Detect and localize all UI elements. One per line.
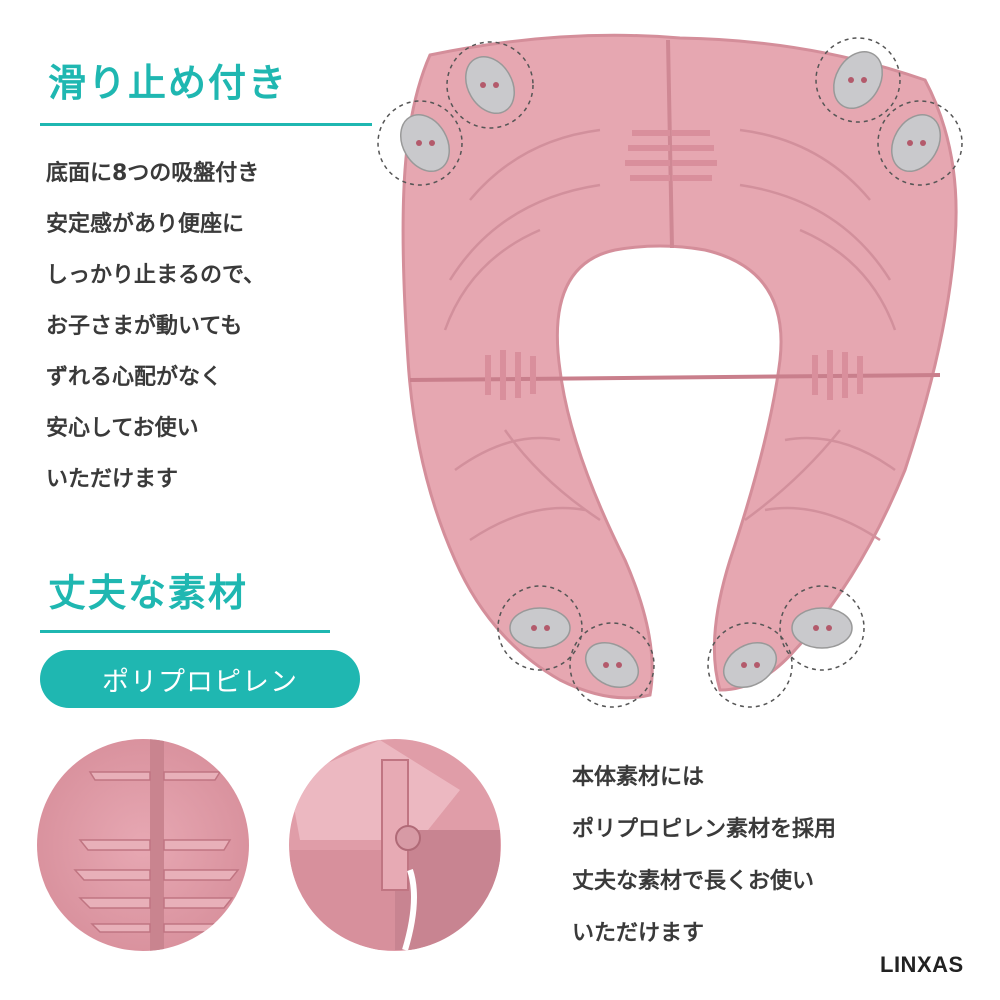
hinge-comb-left xyxy=(485,350,536,400)
brand-logo-text: LINXAS xyxy=(880,952,964,977)
suction-cup-icon xyxy=(707,622,793,708)
description-line: しっかり止まるので、 xyxy=(46,263,266,288)
hinge-comb-right xyxy=(812,350,863,400)
description-line: いただけます xyxy=(46,467,179,492)
seat-ribs xyxy=(443,128,897,542)
suction-cup-icon xyxy=(446,41,534,129)
description-line: ポリプロピレン素材を採用 xyxy=(572,817,837,842)
fold-seam xyxy=(409,373,941,382)
feature-1-title: 滑り止め付き xyxy=(48,61,289,105)
suction-cup-icon xyxy=(377,100,463,186)
suction-cup-icon xyxy=(779,585,865,671)
suction-cups xyxy=(377,37,963,708)
description-line: 安心してお使い xyxy=(46,416,199,441)
feature-2-description: 本体素材には ポリプロピレン素材を採用 丈夫な素材で長くお使い いただけます xyxy=(572,752,836,960)
suction-cup-icon xyxy=(569,622,655,708)
description-line: いただけます xyxy=(572,921,705,946)
suction-cup-icon xyxy=(877,100,963,186)
suction-cup-icon xyxy=(815,37,901,123)
suction-cup-icon xyxy=(497,585,583,671)
feature-2-underline xyxy=(40,630,330,633)
description-line: 安定感があり便座に xyxy=(46,212,245,237)
description-line: 丈夫な素材で長くお使い xyxy=(572,869,815,894)
description-line: お子さまが動いても xyxy=(46,314,243,339)
feature-2-title: 丈夫な素材 xyxy=(48,571,249,615)
material-badge: ポリプロピレン xyxy=(40,650,360,708)
hinge-comb-top xyxy=(625,130,717,181)
center-seam xyxy=(666,39,674,249)
feature-1-description: 底面に8つの吸盤付き 安定感があり便座に しっかり止まるので、 お子さまが動いて… xyxy=(46,148,265,505)
description-line: 本体素材には xyxy=(572,765,705,790)
feature-1-underline xyxy=(40,123,372,126)
description-line: ずれる心配がなく xyxy=(46,365,223,390)
zoom-detail-hinge xyxy=(289,739,501,951)
description-line: 底面に8つの吸盤付き xyxy=(46,161,260,186)
zoom-detail-comb xyxy=(37,739,249,951)
